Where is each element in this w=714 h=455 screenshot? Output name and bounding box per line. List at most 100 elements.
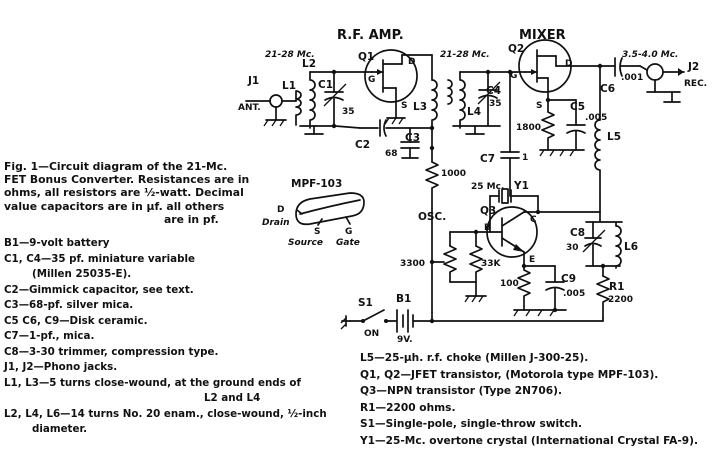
c4-value: 35 bbox=[489, 99, 502, 109]
legend-item: Q3—NPN transistor (Type 2N706). bbox=[360, 385, 563, 397]
resistor-3300 bbox=[443, 245, 457, 283]
resistor-1800 bbox=[541, 99, 555, 151]
q2-pin-d: D bbox=[565, 59, 572, 69]
legend-item: Q1, Q2—JFET transistor, (Motorola type M… bbox=[360, 368, 659, 381]
c8-value: 30 bbox=[566, 243, 579, 253]
parts-legend-right: L5—25-µh. r.f. choke (Millen J-300-25). … bbox=[360, 350, 698, 449]
q1-jfet bbox=[364, 49, 418, 119]
l6-label: L6 bbox=[624, 241, 638, 253]
legend-item: diameter. bbox=[32, 423, 87, 435]
b1-battery bbox=[388, 309, 414, 333]
c7-label: C7 bbox=[480, 153, 495, 165]
q1-pin-d: D bbox=[408, 57, 415, 67]
b1-label: B1 bbox=[396, 293, 411, 305]
fet-outline-title: MPF-103 bbox=[291, 178, 342, 190]
legend-item: C1, C4—35 pf. miniature variable bbox=[4, 252, 195, 265]
l4-coil bbox=[459, 71, 466, 129]
c8-label: C8 bbox=[570, 227, 585, 239]
c1-value: 35 bbox=[342, 107, 355, 117]
caption-line: Fig. 1—Circuit diagram of the 21-Mc. bbox=[4, 160, 228, 173]
fet-pin-g: G bbox=[345, 227, 352, 237]
legend-item: C8—3-30 trimmer, compression type. bbox=[4, 345, 219, 358]
c7-value: 1 bbox=[522, 153, 528, 163]
legend-item: C7—1-pf., mica. bbox=[4, 330, 95, 342]
c4-label: C4 bbox=[486, 85, 501, 97]
legend-item: C3—68-pf. silver mica. bbox=[4, 299, 134, 311]
mixer-heading: MIXER bbox=[519, 28, 566, 43]
c4-variable-capacitor bbox=[477, 71, 501, 127]
c2-label: C2 bbox=[355, 139, 370, 151]
r-1000-value: 1000 bbox=[441, 169, 466, 179]
r-1800-value: 1800 bbox=[516, 123, 541, 133]
r-100-value: 100 bbox=[500, 279, 519, 289]
r1-resistor bbox=[596, 275, 610, 319]
j2-label: J2 bbox=[687, 61, 699, 73]
legend-item: R1—2200 ohms. bbox=[360, 401, 456, 414]
battery-value: 9V. bbox=[397, 335, 413, 345]
j2-jack bbox=[639, 63, 685, 103]
l4-link-coil bbox=[447, 79, 453, 105]
figure-caption: Fig. 1—Circuit diagram of the 21-Mc. FET… bbox=[4, 160, 249, 226]
legend-item: C2—Gimmick capacitor, see text. bbox=[4, 283, 194, 296]
legend-item: L2, L4, L6—14 turns No. 20 enam., close-… bbox=[4, 407, 327, 420]
l5-choke bbox=[594, 119, 601, 201]
l3-label: L3 bbox=[413, 101, 427, 113]
l1-coil bbox=[295, 90, 302, 126]
legend-item: C5 C6, C9—Disk ceramic. bbox=[4, 314, 148, 327]
legend-item: B1—9-volt battery bbox=[4, 237, 110, 249]
caption-line: value capacitors are in µf. all others bbox=[4, 199, 225, 213]
ant-label: ANT. bbox=[238, 103, 261, 113]
r1-value: 2200 bbox=[608, 295, 633, 305]
c3-value: 68 bbox=[385, 149, 398, 159]
legend-item: J1, J2—Phono jacks. bbox=[4, 361, 118, 373]
caption-line: FET Bonus Converter. Resistances are in bbox=[4, 173, 250, 187]
q3-label: Q3 bbox=[480, 205, 496, 217]
parts-legend-left: B1—9-volt battery C1, C4—35 pf. miniatur… bbox=[4, 236, 327, 438]
q2-pin-s: S bbox=[536, 101, 542, 111]
caption-line: ohms, all resistors are ½-watt. Decimal bbox=[4, 186, 244, 200]
resistor-33k bbox=[469, 245, 483, 297]
legend-item: L2 and L4 bbox=[204, 392, 261, 404]
fet-package-outline bbox=[295, 192, 365, 226]
r-3300-value: 3300 bbox=[400, 259, 425, 269]
l1-label: L1 bbox=[282, 80, 296, 92]
on-label: ON bbox=[364, 329, 379, 339]
c6-value: .001 bbox=[621, 73, 643, 83]
freq-label-input: 21-28 Mc. bbox=[265, 50, 315, 60]
c5-value: .005 bbox=[585, 113, 607, 123]
c1-variable-capacitor bbox=[323, 71, 347, 127]
j1-label: J1 bbox=[247, 75, 259, 87]
fet-pin-d: D bbox=[277, 205, 284, 215]
s1-label: S1 bbox=[358, 297, 373, 309]
q2-pin-g: G bbox=[510, 71, 517, 81]
y1-label: Y1 bbox=[513, 180, 529, 192]
s1-switch bbox=[340, 309, 390, 330]
legend-item: L5—25-µh. r.f. choke (Millen J-300-25). bbox=[360, 352, 589, 364]
c3-label: C3 bbox=[405, 132, 420, 144]
legend-item: S1—Single-pole, single-throw switch. bbox=[360, 418, 583, 430]
fet-pin-s: S bbox=[314, 227, 320, 237]
q1-pin-s: S bbox=[401, 101, 407, 111]
legend-item: (Millen 25035-E). bbox=[32, 268, 132, 280]
q3-pin-b: B bbox=[484, 223, 491, 233]
c8-trimmer-capacitor bbox=[582, 221, 606, 267]
l2-coil bbox=[309, 71, 316, 129]
q3-pin-c: C bbox=[530, 215, 537, 225]
l4-label: L4 bbox=[467, 106, 481, 118]
r-33k-value: 33K bbox=[481, 259, 502, 269]
fet-source-label: Source bbox=[288, 238, 323, 248]
resistor-100 bbox=[517, 265, 531, 311]
rf-amp-heading: R.F. AMP. bbox=[337, 28, 404, 43]
freq-label-interstage: 21-28 Mc. bbox=[440, 50, 490, 60]
q2-label: Q2 bbox=[508, 43, 524, 55]
resistor-1000 bbox=[425, 161, 439, 209]
legend-item: Y1—25-Mc. overtone crystal (Internationa… bbox=[360, 434, 698, 447]
q1-pin-g: G bbox=[368, 75, 375, 85]
c1-label: C1 bbox=[318, 79, 333, 91]
c9-label: C9 bbox=[561, 273, 576, 285]
c6-label: C6 bbox=[600, 83, 615, 95]
fet-gate-label: Gate bbox=[336, 238, 360, 248]
l6-coil bbox=[615, 221, 622, 269]
fet-drain-label: Drain bbox=[262, 218, 289, 228]
